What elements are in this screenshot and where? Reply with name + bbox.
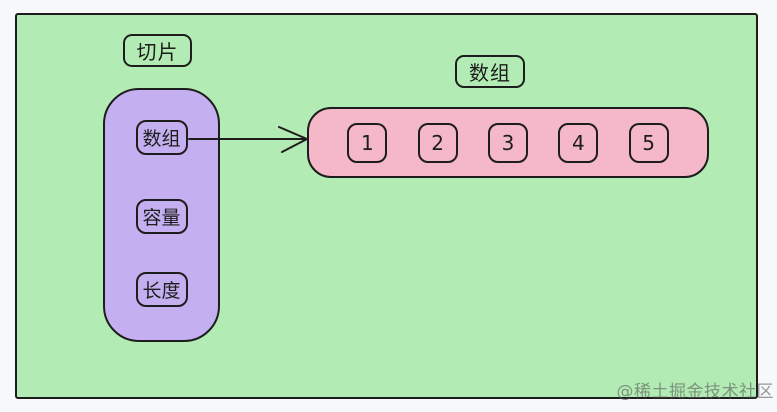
slice-title-label: 切片 <box>136 40 179 64</box>
diagram-canvas: 切片 数组 容量 长度 数组 1 2 3 4 5 <box>15 13 758 399</box>
array-container: 1 2 3 4 5 <box>307 107 709 178</box>
array-cell: 5 <box>628 122 669 163</box>
slice-field-length: 长度 <box>135 272 188 307</box>
array-cell: 4 <box>558 122 599 163</box>
array-cell: 3 <box>487 122 528 163</box>
array-title-box: 数组 <box>455 55 525 88</box>
array-cell-value: 3 <box>501 130 515 155</box>
array-cell-value: 5 <box>642 130 655 155</box>
slice-field-array-label: 数组 <box>142 128 181 150</box>
watermark: @稀土掘金技术社区 <box>616 382 774 402</box>
array-cell-value: 2 <box>431 130 445 155</box>
array-cell: 2 <box>417 122 458 163</box>
slice-field-capacity: 容量 <box>135 199 188 234</box>
slice-field-array: 数组 <box>135 120 188 155</box>
slice-title-box: 切片 <box>123 34 192 67</box>
slice-field-length-label: 长度 <box>142 280 181 302</box>
slice-field-capacity-label: 容量 <box>142 207 181 229</box>
array-cell-value: 4 <box>571 130 585 155</box>
slice-struct-container: 数组 容量 长度 <box>103 88 220 342</box>
array-cell-value: 1 <box>360 130 374 155</box>
array-cell: 1 <box>347 122 388 163</box>
array-title-label: 数组 <box>469 61 511 85</box>
